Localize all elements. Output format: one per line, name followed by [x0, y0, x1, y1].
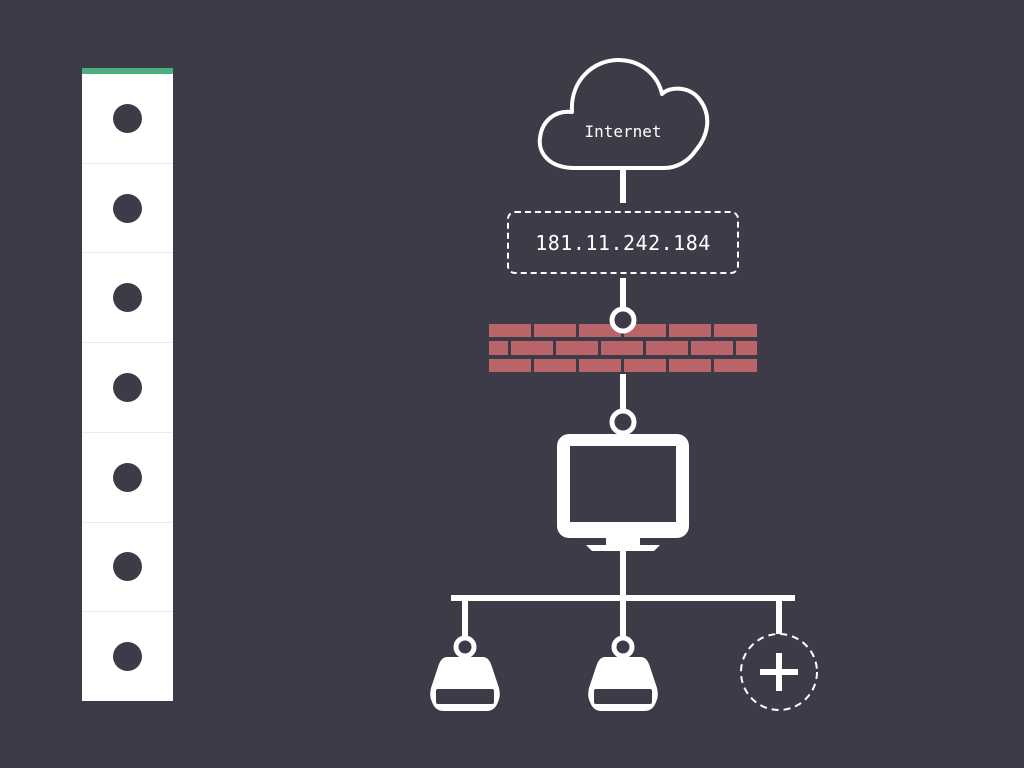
- sidebar-item-3[interactable]: [82, 253, 173, 344]
- ip-address-text: 181.11.242.184: [535, 230, 711, 255]
- ip-address-box[interactable]: 181.11.242.184: [507, 211, 739, 274]
- cloud-connector: [620, 170, 626, 203]
- monitor-icon[interactable]: [557, 434, 689, 551]
- firewall-icon[interactable]: [489, 324, 757, 372]
- circle-icon: [113, 283, 142, 313]
- add-device-icon[interactable]: [740, 633, 818, 711]
- printer-icon[interactable]: [588, 635, 658, 711]
- ip-connector: [620, 278, 626, 308]
- sidebar: [82, 68, 173, 701]
- circle-icon: [113, 373, 142, 403]
- firewall-connector: [620, 374, 626, 412]
- device-2-connector: [620, 598, 626, 640]
- cloud-icon[interactable]: [537, 58, 710, 170]
- device-3-connector: [776, 598, 782, 634]
- circle-icon: [113, 552, 142, 582]
- sidebar-item-5[interactable]: [82, 433, 173, 523]
- sidebar-item-4[interactable]: [82, 343, 173, 433]
- sidebar-item-6[interactable]: [82, 523, 173, 613]
- device-1-connector: [462, 598, 468, 640]
- sidebar-item-2[interactable]: [82, 164, 173, 254]
- sidebar-item-1[interactable]: [82, 74, 173, 164]
- printer-icon[interactable]: [430, 635, 500, 711]
- cloud-label: Internet: [584, 122, 662, 141]
- monitor-connector: [620, 548, 626, 598]
- circle-icon: [113, 193, 142, 223]
- firewall-input-node: [609, 306, 637, 334]
- circle-icon: [113, 103, 142, 133]
- circle-icon: [113, 462, 142, 492]
- router-input-node: [609, 408, 637, 436]
- circle-icon: [113, 642, 142, 672]
- sidebar-item-7[interactable]: [82, 612, 173, 701]
